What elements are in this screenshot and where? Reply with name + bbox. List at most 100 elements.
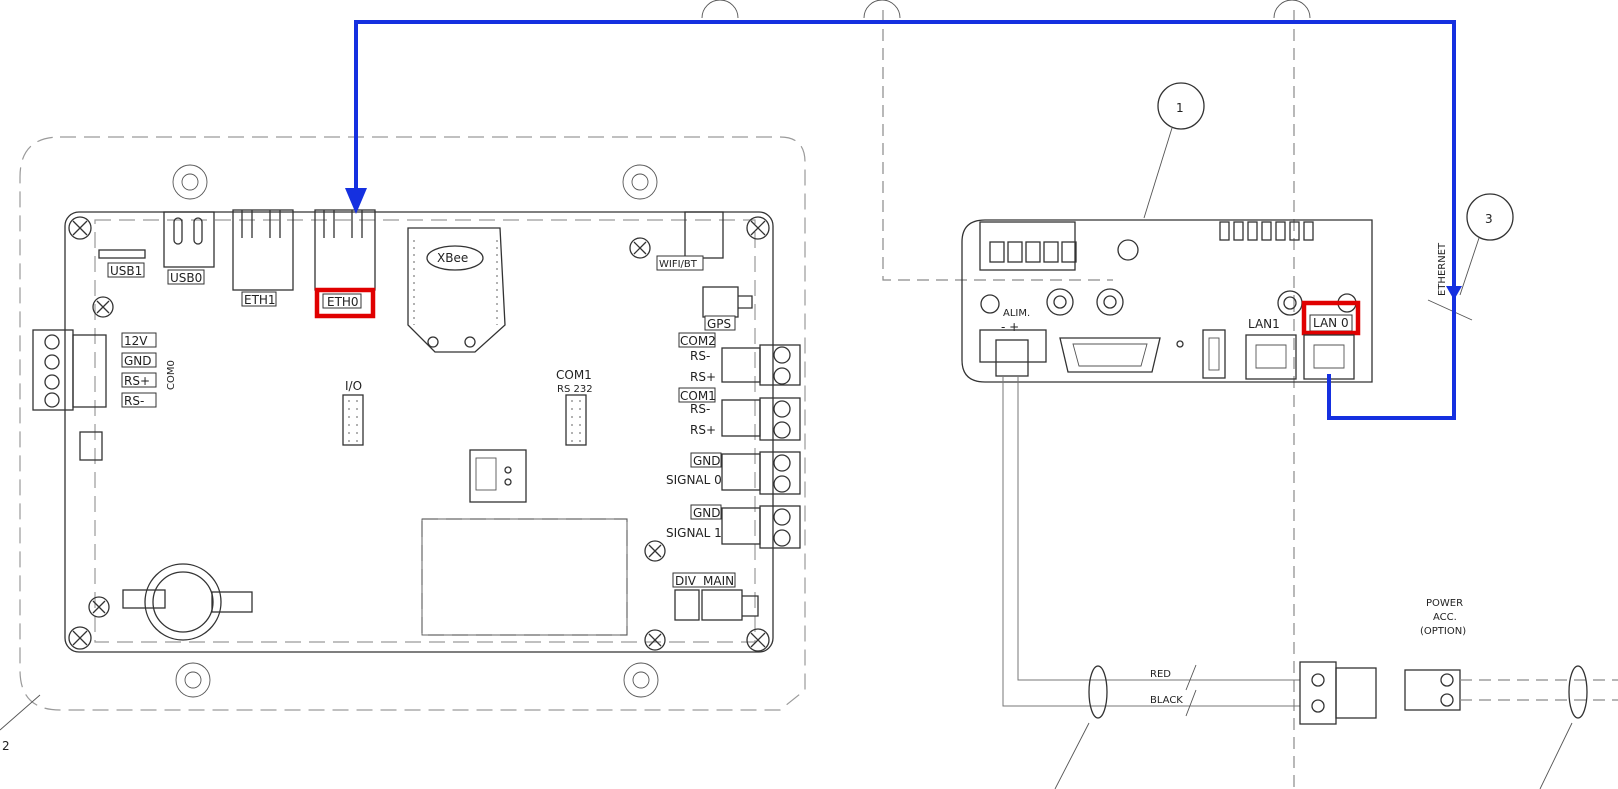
screw-icon [68,216,92,240]
wifibt-connector [684,211,724,259]
callout-3-circle [1466,193,1514,241]
com1-rs-plus-label: RS+ [690,423,716,437]
left-device: USB1 USB0 ETH1 ETH0 XBee WIFI/BT GP [0,136,806,753]
antenna-connector [980,294,1000,314]
lan1-label: LAN1 [1248,317,1280,331]
antenna-connector [1277,290,1303,316]
screw-icon [629,237,651,259]
callout-3: 3 [1485,212,1493,226]
usb1-label: USB1 [110,264,142,278]
enclosure-boss [622,164,658,200]
router-terminal-block [979,221,1076,271]
signal1-label: SIGNAL 1 [666,526,722,540]
top-arc [863,0,901,19]
pcb-inner-line [94,219,756,643]
power-acc-cable [1460,679,1618,701]
xbee-pin-row [413,240,498,325]
ethernet-slash [1427,299,1473,321]
memory-slot [421,518,628,636]
com2-label-box [678,332,716,348]
leader [1539,722,1573,789]
com1m-label: COM1 [556,368,592,382]
power-acc-line3: (OPTION) [1420,626,1466,637]
left-enclosure-outline [19,136,806,711]
com0-label: COM0 [166,360,177,390]
red-wire-label: RED [1150,669,1171,680]
eth1-label: ETH1 [244,293,276,307]
router-screw [1117,239,1139,261]
rs-plus-label: RS+ [124,374,150,388]
lan0-highlight [1301,300,1361,336]
callout-1-leader [1143,127,1173,219]
eth1-pins [241,210,281,238]
io-header [342,394,364,446]
com1-rs-minus-label: RS- [690,402,710,416]
power-plug [1299,661,1337,725]
callout-1-circle [1157,82,1205,130]
usb1-label-box [107,262,145,278]
gps-connector [702,286,739,318]
gps-label: GPS [707,317,731,331]
com2-terminal [759,344,801,386]
ethernet-route-arrowhead [345,188,367,214]
sim-holder [469,449,527,503]
leader [1054,722,1090,789]
com1-header [565,394,587,446]
gnd0-label: GND [693,454,721,468]
com2-rs-plus-label: RS+ [690,370,716,384]
enclosure-boss [623,662,659,698]
enclosure-boss [631,173,649,191]
enclosure-boss [632,671,650,689]
wifibt-label-box [656,255,704,271]
top-arc [1273,0,1311,19]
eth0-label: ETH0 [327,295,359,309]
power-cable [1002,376,1300,707]
ethernet-label: ETHERNET [1437,242,1448,296]
router-body [961,219,1373,383]
enclosure-boss [181,173,199,191]
screw-icon [92,296,114,318]
com0-terminal [32,329,74,411]
battery-holder [144,563,222,641]
xbee-pad [464,336,476,348]
router-usb-port [1202,329,1226,379]
top-arc [701,0,739,19]
usb0-slot [193,217,203,245]
gnd1-label-box [690,504,722,520]
mini-connector [79,431,103,461]
eth0-highlight [314,287,376,319]
usb0-connector [163,211,215,268]
callout-1: 1 [1176,101,1184,115]
cable-ferrite [1088,665,1108,719]
signal0-terminal [759,451,801,495]
div-main-label-box [672,572,736,588]
screw-icon [746,628,770,652]
main-label: MAIN [703,574,734,588]
div-connector [674,589,700,621]
rs-minus-label: RS- [124,394,144,408]
led-row [1219,221,1314,241]
rs232-label: RS 232 [557,384,593,395]
xbee-text: XBee [437,251,468,265]
screw-icon [746,216,770,240]
lan0-label: LAN 0 [1313,316,1349,330]
guide-line [882,10,1113,281]
screw-icon [644,540,666,562]
screw-icon [644,629,666,651]
io-label: I/O [345,379,362,393]
alim-label: ALIM. [1003,308,1030,319]
eth0-label-box [322,293,362,309]
ethernet-route [354,20,1456,420]
power-acc-line1: POWER [1426,598,1463,609]
gnd0-label-box [690,452,722,468]
lan1-port [1245,334,1297,380]
wifibt-label: WIFI/BT [659,259,698,270]
xbee-pad [427,336,439,348]
eth1-connector [232,209,294,291]
black-wire-label: BLACK [1150,695,1183,706]
gnd-label-box [121,352,157,368]
xbee-module [407,227,506,353]
power-acc-line2: ACC. [1433,612,1457,623]
ethernet-route-arrowhead [1446,286,1462,300]
